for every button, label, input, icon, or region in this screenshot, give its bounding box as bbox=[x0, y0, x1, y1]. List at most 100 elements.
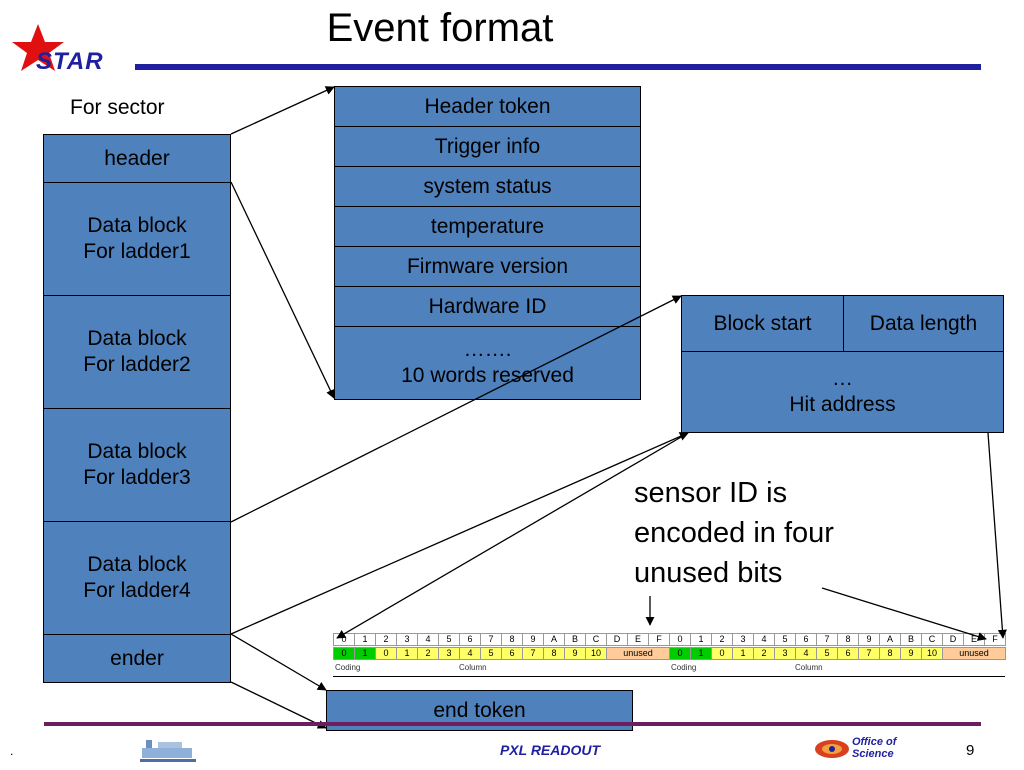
office-of-science-text: Office of Science bbox=[852, 736, 896, 760]
bit-value-cell: 3 bbox=[438, 647, 460, 660]
bit-header-cell: 3 bbox=[732, 633, 754, 646]
bit-header-cell: E bbox=[627, 633, 649, 646]
header-detail-trigger-info: Trigger info bbox=[334, 126, 641, 167]
bit-value-cell: 1 bbox=[354, 647, 376, 660]
ladder-data-length: Data length bbox=[843, 295, 1004, 352]
sector-ender-block: ender bbox=[43, 634, 231, 683]
office-of-science-line2: Science bbox=[852, 748, 894, 760]
bit-header-cell: E bbox=[963, 633, 985, 646]
bit-value-cell: 1 bbox=[690, 647, 712, 660]
bit-value-cell: 5 bbox=[480, 647, 502, 660]
header-detail-temperature: temperature bbox=[334, 206, 641, 247]
bit-unused-cell: unused bbox=[942, 647, 1006, 660]
sector-ladder3-block: Data block For ladder3 bbox=[43, 408, 231, 522]
bit-unused-cell: unused bbox=[606, 647, 670, 660]
arrow-header-top bbox=[230, 86, 335, 135]
bit-header-cell: B bbox=[900, 633, 922, 646]
office-of-science-icon bbox=[815, 740, 849, 758]
bit-value-cell: 4 bbox=[795, 647, 817, 660]
bit-value-cell: 10 bbox=[921, 647, 943, 660]
bit-header-cell: 9 bbox=[522, 633, 544, 646]
bit-header-cell: 6 bbox=[795, 633, 817, 646]
bit-header-cell: 9 bbox=[858, 633, 880, 646]
bit-header-cell: 7 bbox=[480, 633, 502, 646]
office-of-science-line1: Office of bbox=[852, 736, 897, 748]
bit-value-cell: 3 bbox=[774, 647, 796, 660]
header-detail-system-status: system status bbox=[334, 166, 641, 207]
title-rule bbox=[135, 64, 981, 70]
bit-header-cell: C bbox=[585, 633, 607, 646]
bit-header-cell: C bbox=[921, 633, 943, 646]
bit-header-cell: 1 bbox=[690, 633, 712, 646]
column-label: Column bbox=[795, 663, 823, 672]
bit-header-cell: F bbox=[648, 633, 670, 646]
bit-header-cell: 6 bbox=[459, 633, 481, 646]
bit-value-cell: 8 bbox=[879, 647, 901, 660]
bit-header-cell: 4 bbox=[753, 633, 775, 646]
lab-logo bbox=[140, 736, 198, 764]
bit-header-cell: 8 bbox=[501, 633, 523, 646]
bit-value-cell: 2 bbox=[417, 647, 439, 660]
arrow-header-bottom bbox=[230, 181, 335, 399]
bit-value-cell: 7 bbox=[522, 647, 544, 660]
star-logo bbox=[8, 22, 128, 78]
bit-value-cell: 5 bbox=[816, 647, 838, 660]
ladder-block-start: Block start bbox=[681, 295, 844, 352]
bit-header-cell: 3 bbox=[396, 633, 418, 646]
page-number: 9 bbox=[966, 742, 975, 759]
bit-value-cell: 8 bbox=[543, 647, 565, 660]
coding-label: Coding bbox=[671, 663, 697, 672]
arrow-end-top bbox=[230, 633, 327, 691]
bitfield-baseline bbox=[333, 676, 1005, 677]
bit-value-cell: 9 bbox=[564, 647, 586, 660]
bit-value-cell: 1 bbox=[396, 647, 418, 660]
header-detail-reserved: ……. 10 words reserved bbox=[334, 326, 641, 400]
bit-header-cell: A bbox=[543, 633, 565, 646]
bit-value-cell: 9 bbox=[900, 647, 922, 660]
header-detail-hardware-id: Hardware ID bbox=[334, 286, 641, 327]
bit-header-cell: D bbox=[942, 633, 964, 646]
column-label: Column bbox=[459, 663, 487, 672]
bit-header-cell: 5 bbox=[774, 633, 796, 646]
ladder-hit-address: … Hit address bbox=[681, 351, 1004, 433]
bit-header-cell: B bbox=[564, 633, 586, 646]
building-icon bbox=[140, 740, 196, 762]
bit-header-cell: A bbox=[879, 633, 901, 646]
arrow-ladder-bottom bbox=[230, 432, 689, 635]
sensor-id-annotation: sensor ID is encoded in four unused bits bbox=[634, 477, 834, 589]
bit-value-cell: 6 bbox=[501, 647, 523, 660]
arrow-bitfield-right bbox=[987, 432, 1007, 639]
bit-value-cell: 6 bbox=[837, 647, 859, 660]
sector-ladder1-block: Data block For ladder1 bbox=[43, 182, 231, 296]
star-icon bbox=[12, 24, 64, 71]
bit-header-cell: F bbox=[984, 633, 1006, 646]
footer-center-text: PXL READOUT bbox=[499, 742, 601, 758]
bit-header-cell: 0 bbox=[333, 633, 355, 646]
bit-value-cell: 4 bbox=[459, 647, 481, 660]
bit-header-cell: 0 bbox=[669, 633, 691, 646]
bit-header-cell: 7 bbox=[816, 633, 838, 646]
footer-rule bbox=[44, 722, 981, 726]
bit-value-cell: 1 bbox=[732, 647, 754, 660]
sector-label: For sector bbox=[70, 96, 165, 119]
bit-value-cell: 7 bbox=[858, 647, 880, 660]
sector-ladder4-block: Data block For ladder4 bbox=[43, 521, 231, 635]
star-logo-text: STAR bbox=[36, 48, 104, 75]
sector-ladder2-block: Data block For ladder2 bbox=[43, 295, 231, 409]
doe-logo bbox=[812, 733, 852, 765]
bit-value-cell: 0 bbox=[375, 647, 397, 660]
header-detail-header-token: Header token bbox=[334, 86, 641, 127]
bit-header-cell: D bbox=[606, 633, 628, 646]
bit-header-cell: 2 bbox=[375, 633, 397, 646]
bit-value-cell: 2 bbox=[753, 647, 775, 660]
bit-header-cell: 8 bbox=[837, 633, 859, 646]
bit-header-cell: 5 bbox=[438, 633, 460, 646]
header-detail-firmware-version: Firmware version bbox=[334, 246, 641, 287]
slide-title: Event format bbox=[326, 6, 554, 50]
bit-value-cell: 0 bbox=[669, 647, 691, 660]
bit-value-cell: 0 bbox=[711, 647, 733, 660]
arrow-sensor-id bbox=[821, 587, 987, 641]
bit-header-cell: 1 bbox=[354, 633, 376, 646]
sector-header-block: header bbox=[43, 134, 231, 183]
